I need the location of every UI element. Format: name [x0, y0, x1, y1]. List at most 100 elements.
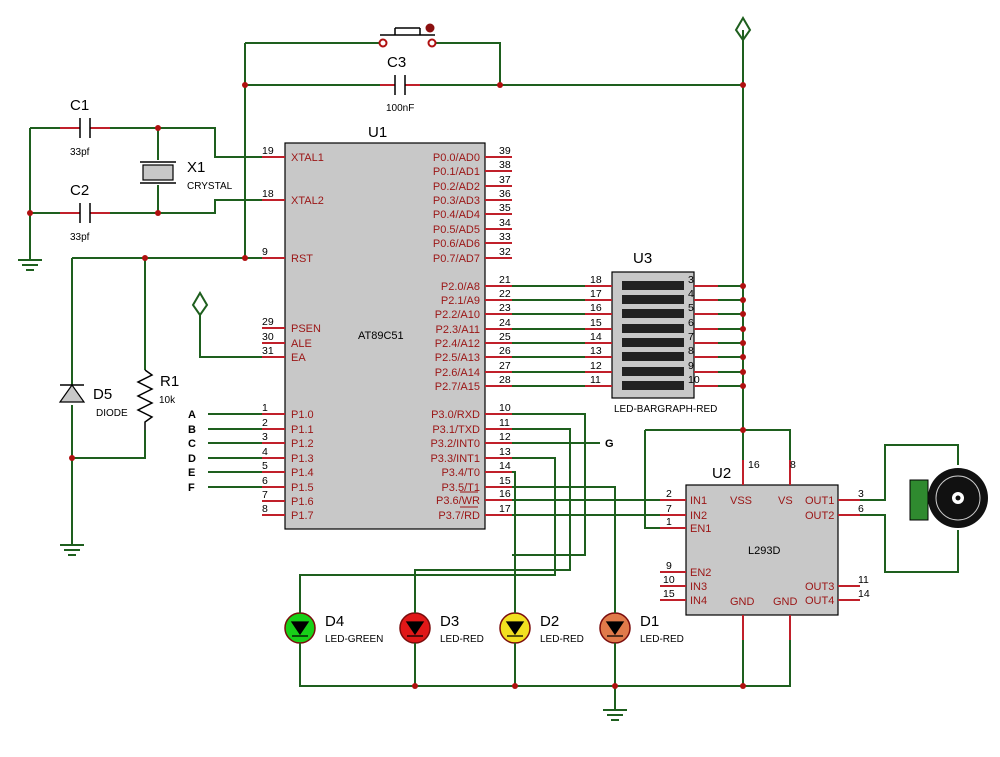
- u1-pin-number: 8: [262, 503, 268, 515]
- u3-pin-number: 6: [688, 317, 694, 329]
- r1-value: 10k: [159, 395, 176, 406]
- u3-pin-number: 18: [590, 274, 602, 286]
- u1-pin-name: P0.4/AD4: [433, 209, 480, 221]
- u1-pin-number: 38: [499, 159, 511, 171]
- u2-pin-num: 14: [858, 588, 870, 600]
- u1-pin-name: P3.6/WR: [436, 495, 480, 507]
- d3-value: LED-RED: [440, 634, 484, 645]
- ground-icon: [603, 709, 627, 721]
- u1-pin-number: 26: [499, 345, 511, 357]
- c3-value: 100nF: [386, 103, 414, 114]
- u1-pin-number: 11: [499, 417, 510, 429]
- u1-pin-name: P0.5/AD5: [433, 224, 480, 236]
- u1-pin-name: P2.2/A10: [435, 309, 480, 321]
- u1-pin-number: 23: [499, 302, 511, 314]
- u1-pin-name: P0.7/AD7: [433, 253, 480, 265]
- net-label-c: C: [188, 438, 196, 450]
- r1-ref: R1: [160, 373, 179, 390]
- c1-value: 33pf: [70, 147, 90, 158]
- c1-ref: C1: [70, 97, 89, 114]
- u1-pin-name: P0.1/AD1: [433, 166, 480, 178]
- ic-u2: U2 L293D 2 IN1 7 IN2 1 EN1 9 EN2 10 IN3 …: [660, 459, 870, 640]
- u2-pin-gnd: GND: [730, 596, 755, 608]
- capacitor-c3: C3 100nF: [380, 54, 420, 114]
- d1-value: LED-RED: [640, 634, 684, 645]
- u3-pin-number: 14: [590, 331, 602, 343]
- d4-value: LED-GREEN: [325, 634, 383, 645]
- u1-pin-number: 14: [499, 460, 511, 472]
- u3-pin-number: 10: [688, 374, 700, 386]
- net-label-d: D: [188, 453, 196, 465]
- u2-part-name: L293D: [748, 545, 780, 557]
- u1-pin-name: P2.4/A12: [435, 338, 480, 350]
- led-d4: D4 LED-GREEN: [284, 605, 383, 650]
- u1-pin-name: EA: [291, 352, 306, 364]
- u2-pin-num: 8: [790, 459, 796, 471]
- u1-pin-name: P3.3/INT1: [430, 453, 480, 465]
- ground-icon: [60, 544, 84, 556]
- u2-pin-in1: IN1: [690, 495, 707, 507]
- u1-pin-number: 2: [262, 417, 268, 429]
- d2-value: LED-RED: [540, 634, 584, 645]
- u1-pin-number: 5: [262, 460, 268, 472]
- u2-pin-num: 1: [666, 516, 672, 528]
- led-d1: D1 LED-RED: [599, 605, 684, 650]
- bargraph-segment: [622, 338, 684, 347]
- u1-pin-number: 24: [499, 317, 511, 329]
- u2-pin-num: 6: [858, 503, 864, 515]
- crystal-x1: X1 CRYSTAL: [140, 159, 233, 192]
- c2-ref: C2: [70, 182, 89, 199]
- u1-pin-number: 28: [499, 374, 511, 386]
- u1-pin-number: 15: [499, 475, 511, 487]
- u1-ref: U1: [368, 124, 387, 141]
- u1-pin-number: 1: [262, 402, 268, 414]
- x1-ref: X1: [187, 159, 205, 176]
- u1-pin-name: P2.5/A13: [435, 352, 480, 364]
- u1-pin-name: P3.7/RD: [438, 510, 480, 522]
- u2-pin-out4: OUT4: [805, 595, 834, 607]
- u1-pin-number: 34: [499, 217, 511, 229]
- u1-pin-name: P1.1: [291, 424, 314, 436]
- u1-pin-name: P1.4: [291, 467, 314, 479]
- vcc-arrow-icon: [191, 291, 209, 317]
- u2-pin-num: 15: [663, 588, 675, 600]
- u1-pin-number: 32: [499, 246, 511, 258]
- u1-pin-number: 30: [262, 331, 274, 343]
- u2-pin-num: 2: [666, 488, 672, 500]
- u2-pin-vs: VS: [778, 495, 793, 507]
- net-label-a: A: [188, 409, 196, 421]
- u1-pin-number: 13: [499, 446, 511, 458]
- u3-pin-number: 8: [688, 345, 694, 357]
- u1-pin-name: P0.2/AD2: [433, 181, 480, 193]
- u1-right-pins: 39P0.0/AD038P0.1/AD137P0.2/AD236P0.3/AD3…: [430, 145, 512, 522]
- u2-pin-num: 16: [748, 459, 760, 471]
- u3-pin-number: 5: [688, 302, 694, 314]
- u1-pin-name: P2.0/A8: [441, 281, 480, 293]
- u2-pin-in3: IN3: [690, 581, 707, 593]
- u3-pin-number: 7: [688, 331, 694, 343]
- u1-pin-name: P1.0: [291, 409, 314, 421]
- u1-pin-name: P2.1/A9: [441, 295, 480, 307]
- u1-part-name: AT89C51: [358, 330, 404, 342]
- u1-pin-number: 6: [262, 475, 268, 487]
- u1-pin-name: P3.4/T0: [441, 467, 480, 479]
- d5-ref: D5: [93, 386, 112, 403]
- d3-ref: D3: [440, 613, 459, 630]
- resistor-r1: R1 10k: [136, 369, 179, 430]
- u3-ref: U3: [633, 250, 652, 267]
- d5-value: DIODE: [96, 408, 128, 419]
- u1-pin-number: 3: [262, 431, 268, 443]
- d2-ref: D2: [540, 613, 559, 630]
- bargraph-segment: [622, 324, 684, 333]
- u2-pin-out1: OUT1: [805, 495, 834, 507]
- u1-left-pins: 19XTAL118XTAL29RST29PSEN30ALE31EA1P1.02P…: [262, 145, 324, 522]
- u3-pin-number: 9: [688, 360, 694, 372]
- bargraph-segment: [622, 295, 684, 304]
- u2-pin-num: 10: [663, 574, 675, 586]
- wires: [29, 40, 959, 710]
- u1-pin-number: 7: [262, 489, 268, 501]
- u1-pin-number: 29: [262, 316, 274, 328]
- u1-pin-name: P3.0/RXD: [431, 409, 480, 421]
- u1-pin-name: XTAL1: [291, 152, 324, 164]
